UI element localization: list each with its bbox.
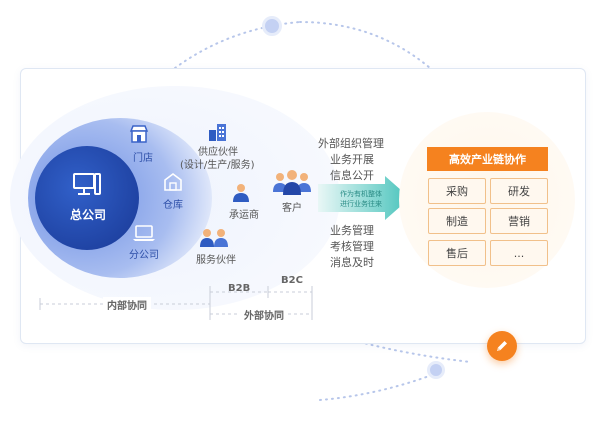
panel-title-banner: 高效产业链协作 xyxy=(427,147,548,171)
bottom-text-2: 考核管理 xyxy=(330,240,374,253)
laptop-icon xyxy=(133,225,155,241)
arrow-text-2: 进行业务往来 xyxy=(340,200,382,208)
store-icon xyxy=(129,125,149,143)
flow-arrow xyxy=(318,176,410,220)
carrier-label: 承运商 xyxy=(229,210,259,221)
customer-label: 客户 xyxy=(282,203,302,214)
b2c-label: B2C xyxy=(281,275,303,286)
dot-top xyxy=(262,16,282,36)
b2b-label: B2B xyxy=(228,283,251,294)
bottom-text-1: 业务管理 xyxy=(330,224,374,237)
service-partner-label: 服务伙伴 xyxy=(196,255,236,266)
panel-item-after-sales: 售后 xyxy=(428,240,486,266)
dot-bottom xyxy=(427,361,445,379)
branch-label: 分公司 xyxy=(129,250,159,261)
computer-icon xyxy=(73,173,101,195)
top-text-3: 信息公开 xyxy=(330,169,374,182)
person-icon xyxy=(233,184,249,202)
supplier-label-line1: 供应伙伴 xyxy=(198,147,238,158)
panel-item-procurement: 采购 xyxy=(428,178,486,204)
panel-title: 高效产业链协作 xyxy=(449,153,526,166)
bottom-text-3: 消息及时 xyxy=(330,256,374,269)
pencil-icon xyxy=(497,341,507,351)
arrow-text-1: 作为有机整体 xyxy=(340,190,382,198)
top-text-1: 外部组织管理 xyxy=(318,137,384,150)
inner-circle xyxy=(35,146,139,250)
edit-button[interactable] xyxy=(487,331,517,361)
internal-collab-label: 内部协同 xyxy=(103,297,151,312)
head-office-label: 总公司 xyxy=(70,208,107,222)
top-text-2: 业务开展 xyxy=(330,153,374,166)
store-label: 门店 xyxy=(133,153,153,164)
team-icon xyxy=(200,229,228,247)
warehouse-label: 仓库 xyxy=(163,200,183,211)
warehouse-icon xyxy=(164,173,182,191)
collaboration-panel-bg xyxy=(399,112,575,288)
external-collab-label: 外部协同 xyxy=(240,307,288,322)
panel-item-rnd: 研发 xyxy=(490,178,548,204)
supplier-label-line2: (设计/生产/服务) xyxy=(180,160,255,171)
panel-item-manufacturing: 制造 xyxy=(428,208,486,234)
building-icon xyxy=(209,124,226,141)
panel-item-more: ... xyxy=(490,240,548,266)
panel-item-marketing: 营销 xyxy=(490,208,548,234)
customer-group-icon xyxy=(273,170,311,195)
